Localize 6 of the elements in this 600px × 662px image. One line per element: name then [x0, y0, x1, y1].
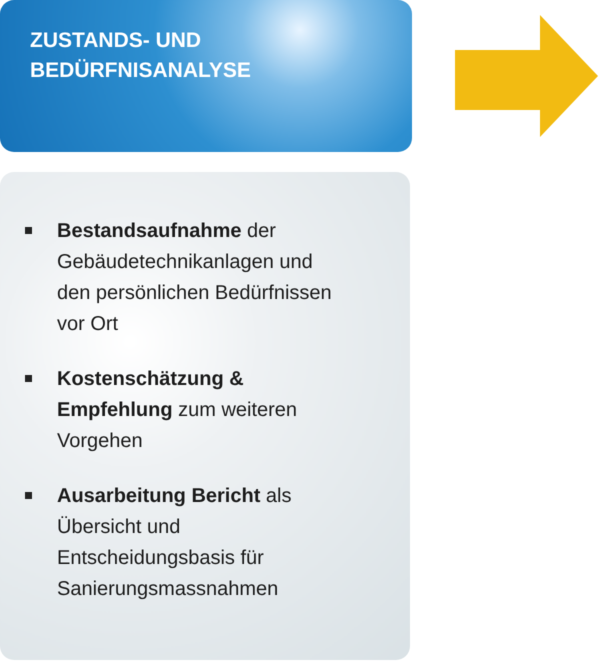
bullet-text: Bestandsaufnahme der Gebäudetechnikanlagen und den persönlichen Bedürfnissen vor Ort [57, 219, 333, 337]
bullet-text: Ausarbeitung Bericht als Übersicht und Entscheidungsbasis für Sanierungsmassnahmen [57, 484, 292, 602]
header-title: ZUSTANDS- UND BEDÜRFNISANALYSE [30, 28, 252, 84]
bullet-text: Kostenschätzung & Empfehlung zum weiteren Vorgehen [57, 367, 298, 454]
header-box [0, 0, 412, 152]
panel-background [0, 172, 410, 660]
